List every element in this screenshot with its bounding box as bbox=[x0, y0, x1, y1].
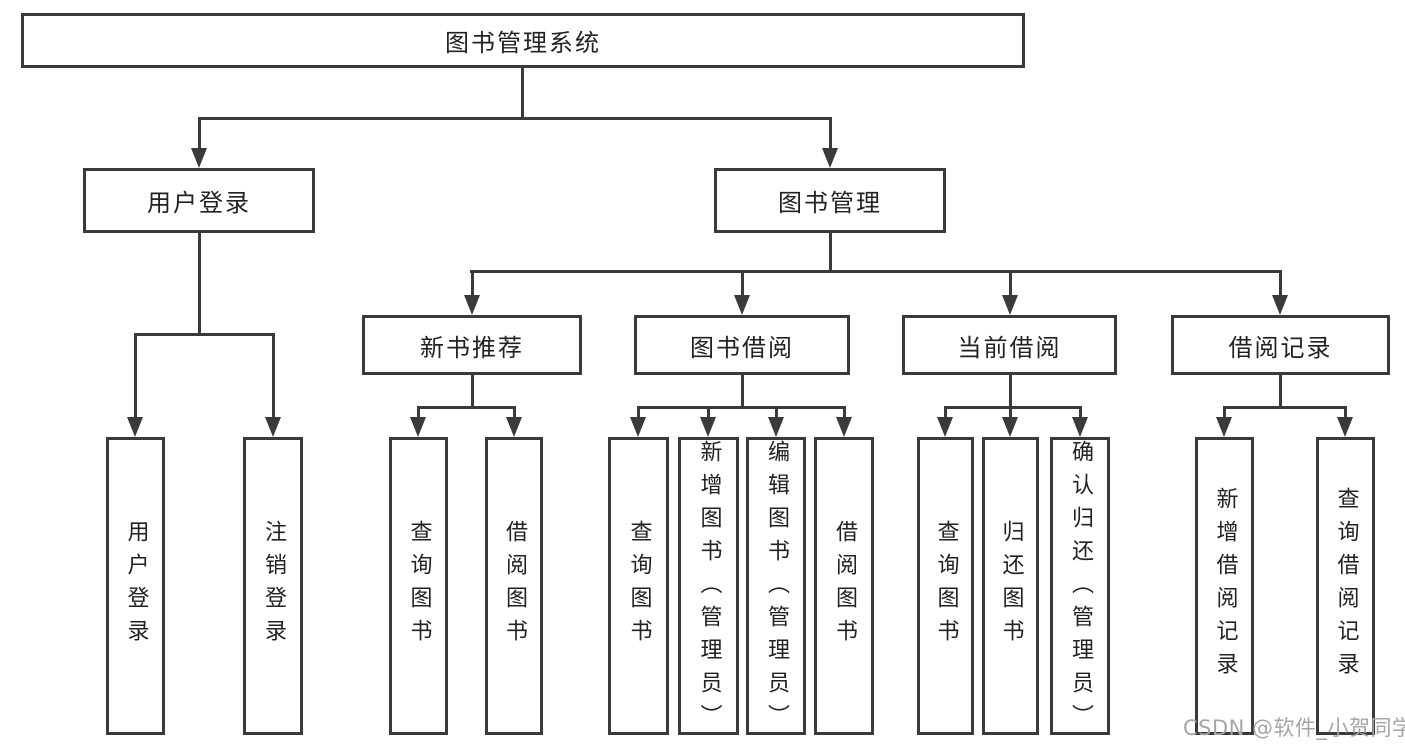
leaf-edit-books-admin: 编辑图书（管理员） bbox=[746, 437, 806, 737]
leaf-return-books: 归还图书 bbox=[982, 437, 1039, 735]
node-label: 注销登录 bbox=[261, 520, 286, 652]
node-label: 新书推荐 bbox=[420, 333, 524, 362]
connector-line bbox=[521, 68, 524, 119]
arrow-down-icon bbox=[700, 417, 716, 437]
connector-line bbox=[1223, 406, 1347, 409]
connector-line bbox=[1344, 409, 1347, 419]
connector-line bbox=[829, 120, 832, 150]
node-label: 新增借阅记录 bbox=[1212, 487, 1238, 685]
arrow-down-icon bbox=[410, 417, 426, 437]
leaf-user-login: 用户登录 bbox=[106, 437, 165, 735]
connector-line bbox=[775, 409, 778, 419]
connector-line bbox=[741, 375, 744, 408]
leaf-confirm-return-admin: 确认归还（管理员） bbox=[1050, 437, 1110, 737]
connector-line bbox=[198, 117, 832, 120]
connector-line bbox=[1223, 409, 1226, 419]
connector-line bbox=[707, 409, 710, 419]
node-new-book-recommend: 新书推荐 bbox=[362, 315, 582, 375]
node-label: 确认归还（管理员） bbox=[1068, 440, 1093, 737]
connector-line bbox=[944, 406, 1082, 409]
connector-line bbox=[944, 409, 947, 419]
connector-line bbox=[1279, 273, 1282, 297]
connector-line bbox=[741, 273, 744, 297]
arrow-down-icon bbox=[1002, 417, 1018, 437]
node-label: 借阅图书 bbox=[832, 520, 857, 652]
node-label: 借阅记录 bbox=[1228, 333, 1333, 362]
node-label: 当前借阅 bbox=[957, 333, 1062, 362]
node-label: 查询借阅记录 bbox=[1333, 487, 1359, 685]
arrow-down-icon bbox=[506, 417, 522, 437]
node-label: 用户登录 bbox=[123, 520, 149, 652]
connector-line bbox=[1009, 273, 1012, 297]
node-current-borrowing: 当前借阅 bbox=[902, 315, 1117, 375]
connector-line bbox=[470, 270, 1282, 273]
connector-line bbox=[637, 409, 640, 419]
connector-line bbox=[513, 409, 516, 419]
connector-line bbox=[1279, 375, 1282, 408]
leaf-logout: 注销登录 bbox=[243, 437, 303, 735]
node-book-borrowing: 图书借阅 bbox=[634, 315, 850, 375]
arrow-down-icon bbox=[127, 417, 143, 437]
arrow-down-icon bbox=[768, 417, 784, 437]
node-label: 查询图书 bbox=[933, 520, 959, 652]
connector-line bbox=[417, 409, 420, 419]
node-label: 归还图书 bbox=[998, 520, 1024, 652]
connector-line bbox=[1009, 409, 1012, 419]
leaf-query-borrow-record: 查询借阅记录 bbox=[1316, 437, 1375, 735]
leaf-query-books-current: 查询图书 bbox=[917, 437, 974, 735]
arrow-down-icon bbox=[1272, 295, 1288, 315]
arrow-down-icon bbox=[734, 295, 750, 315]
arrow-down-icon bbox=[1216, 417, 1232, 437]
arrow-down-icon bbox=[630, 417, 646, 437]
node-user-login: 用户登录 bbox=[83, 168, 315, 233]
arrow-down-icon bbox=[191, 148, 207, 168]
connector-line bbox=[198, 233, 201, 335]
leaf-query-books-recommend: 查询图书 bbox=[389, 437, 448, 735]
connector-line bbox=[134, 333, 275, 336]
node-label: 新增图书（管理员） bbox=[696, 440, 722, 737]
node-borrowing-records: 借阅记录 bbox=[1171, 315, 1390, 375]
arrow-down-icon bbox=[836, 417, 852, 437]
connector-line bbox=[471, 273, 474, 297]
node-label: 用户登录 bbox=[147, 189, 251, 217]
connector-line bbox=[1009, 375, 1012, 408]
leaf-query-books-borrowing: 查询图书 bbox=[608, 437, 669, 735]
arrow-down-icon bbox=[1002, 295, 1018, 315]
arrow-down-icon bbox=[1072, 417, 1088, 437]
node-book-management: 图书管理 bbox=[714, 168, 946, 233]
connector-line bbox=[198, 120, 201, 150]
arrow-down-icon bbox=[937, 417, 953, 437]
connector-line bbox=[829, 233, 832, 273]
arrow-down-icon bbox=[1337, 417, 1353, 437]
node-label: 编辑图书（管理员） bbox=[764, 440, 789, 737]
node-label: 查询图书 bbox=[406, 520, 432, 652]
node-label: 图书管理系统 bbox=[445, 29, 601, 57]
watermark: CSDN @软件_小贺同学 bbox=[1183, 716, 1405, 740]
connector-line bbox=[272, 336, 275, 419]
node-label: 借阅图书 bbox=[502, 520, 527, 652]
arrow-down-icon bbox=[822, 148, 838, 168]
connector-line bbox=[417, 406, 516, 409]
arrow-down-icon bbox=[464, 295, 480, 315]
leaf-borrow-books: 借阅图书 bbox=[814, 437, 874, 735]
node-library-management-system: 图书管理系统 bbox=[21, 13, 1025, 68]
connector-line bbox=[471, 375, 474, 408]
connector-line bbox=[637, 406, 846, 409]
node-label: 图书管理 bbox=[778, 189, 882, 217]
node-label: 查询图书 bbox=[626, 520, 652, 652]
leaf-borrow-books-recommend: 借阅图书 bbox=[485, 437, 543, 735]
connector-line bbox=[134, 336, 137, 419]
connector-line bbox=[843, 409, 846, 419]
connector-line bbox=[1079, 409, 1082, 419]
leaf-add-books-admin: 新增图书（管理员） bbox=[678, 437, 739, 737]
node-label: 图书借阅 bbox=[690, 333, 794, 362]
leaf-add-borrow-record: 新增借阅记录 bbox=[1195, 437, 1254, 735]
arrow-down-icon bbox=[265, 417, 281, 437]
